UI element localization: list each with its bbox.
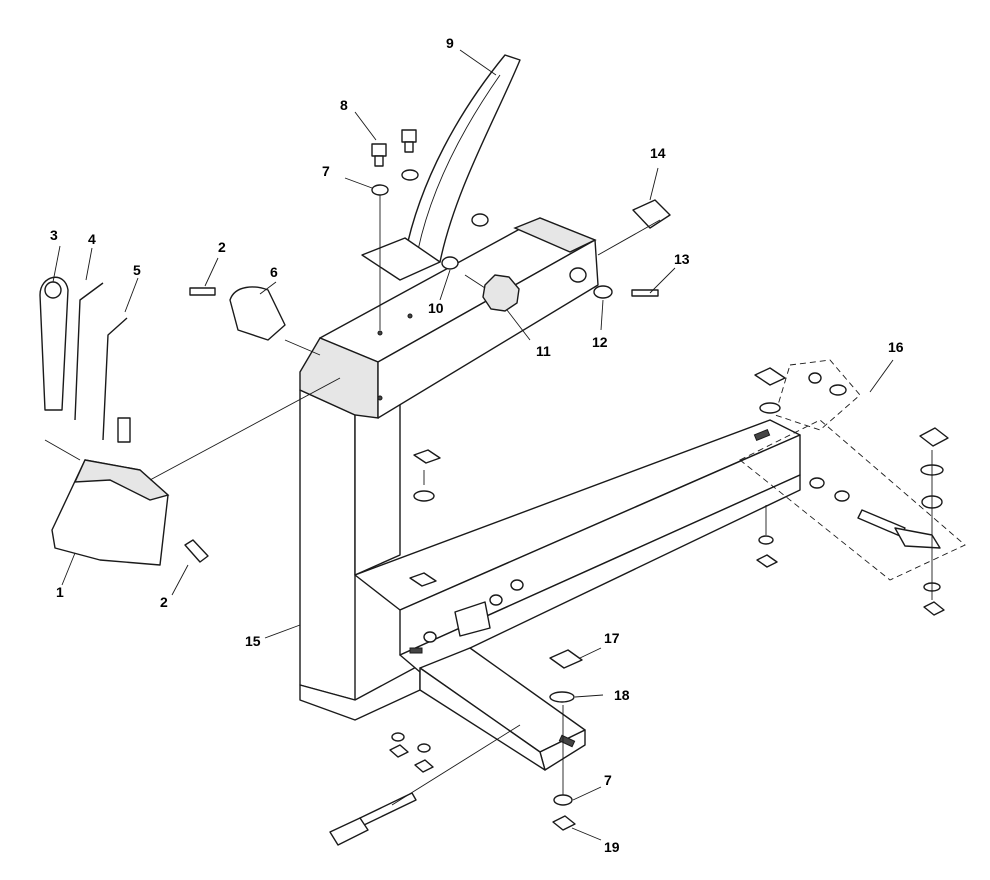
callout-8: 8: [340, 97, 348, 113]
tools: [39, 276, 128, 441]
callout-9: 9: [446, 35, 454, 51]
leader-lines: [44, 49, 894, 841]
screw-lower: [184, 539, 209, 563]
lower-hardware-left: [389, 449, 524, 773]
callout-17: 17: [604, 630, 620, 646]
callout-2-upper: 2: [218, 239, 226, 255]
callouts: 1 2 2 3 4 5 6 7 7 8 9 10 11 12 13 14 15 …: [50, 35, 904, 855]
callout-3: 3: [50, 227, 58, 243]
right-assembly: [739, 359, 966, 616]
main-frame: [299, 217, 801, 771]
callout-4: 4: [88, 231, 96, 247]
callout-15: 15: [245, 633, 261, 649]
callout-13: 13: [674, 251, 690, 267]
callout-6: 6: [270, 264, 278, 280]
knob-assembly: [441, 199, 671, 312]
callout-1: 1: [56, 584, 64, 600]
callout-12: 12: [592, 334, 608, 350]
callout-5: 5: [133, 262, 141, 278]
curved-guide-plate: [361, 54, 521, 281]
callout-18: 18: [614, 687, 630, 703]
callout-10: 10: [428, 300, 444, 316]
adjusting-rod-front: [329, 724, 521, 846]
callout-2-lower: 2: [160, 594, 168, 610]
callout-7-lower: 7: [604, 772, 612, 788]
callout-7-upper: 7: [322, 163, 330, 179]
callout-19: 19: [604, 839, 620, 855]
bolts-top: [371, 129, 419, 330]
clamp: [189, 286, 286, 341]
callout-14: 14: [650, 145, 666, 161]
lower-hardware-center: [549, 649, 583, 831]
tool-holder: [51, 417, 170, 566]
callout-11: 11: [536, 343, 551, 359]
callout-16: 16: [888, 339, 904, 355]
